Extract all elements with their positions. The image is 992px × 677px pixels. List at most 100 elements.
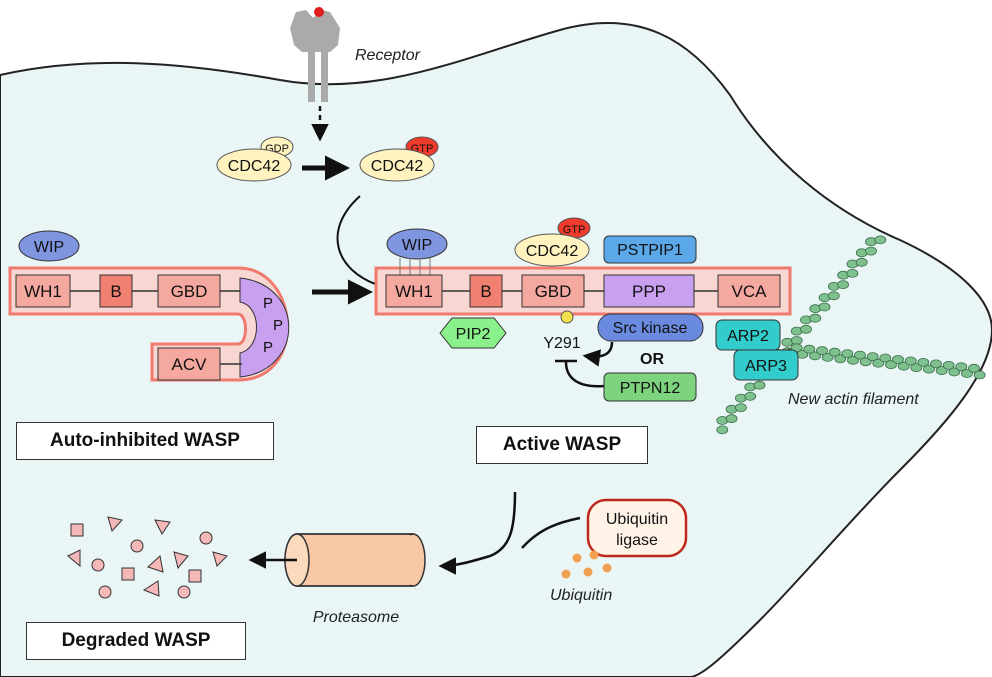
svg-text:B: B (110, 282, 121, 301)
actin-bead (847, 355, 859, 365)
actin-bead (828, 347, 841, 357)
ubiquitin-dots (561, 550, 612, 579)
svg-text:WH1: WH1 (395, 282, 433, 301)
wip-right (386, 228, 448, 260)
svg-text:PSTPIP1: PSTPIP1 (617, 242, 683, 259)
actin-bead (809, 351, 821, 361)
phospho-site (560, 310, 574, 324)
actin-bead (955, 362, 968, 372)
ptpn12-box (603, 372, 697, 402)
degraded-caption: Degraded WASP (26, 622, 246, 660)
svg-text:B: B (480, 282, 491, 301)
actin-bead (827, 291, 840, 301)
ptpn12-inhibit (564, 361, 605, 388)
actin-bead (897, 361, 910, 371)
wh1-left (15, 274, 71, 308)
svg-text:CDC42: CDC42 (228, 158, 281, 175)
svg-text:PTPN12: PTPN12 (620, 380, 681, 397)
proteasome-label: Proteasome (313, 609, 399, 626)
svg-text:P: P (263, 295, 273, 312)
actin-bead (872, 358, 885, 368)
vca-box (717, 274, 781, 308)
actin-bead (910, 363, 923, 373)
svg-text:GBD: GBD (535, 282, 572, 301)
y291-label: Y291 (543, 335, 580, 352)
acv-box (157, 347, 221, 381)
actin-bead (818, 302, 831, 312)
actin-bead (846, 268, 859, 278)
svg-text:VCA: VCA (732, 282, 768, 301)
actin-bead (917, 357, 930, 367)
actin-bead (753, 380, 766, 390)
actin-bead (935, 366, 948, 376)
actin-bead (821, 352, 834, 362)
ubiquitin-ligase-box (586, 498, 688, 558)
gbd-left (157, 274, 221, 308)
actin-bead (790, 336, 803, 345)
new-actin-label: New actin filament (788, 391, 919, 408)
cdc42-binding-arrow (336, 195, 379, 286)
ubiquitin-join (521, 516, 581, 549)
ubiquitin-label: Ubiquitin (550, 587, 612, 604)
actin-bead (961, 369, 973, 378)
actin-bead (968, 363, 980, 373)
active-wasp: WIP WH1 B GBD PPP VCA GTP CDC42 PSTPIP1 … (374, 217, 792, 402)
pip2-hexagon (439, 317, 507, 349)
src-kinase-arrow (582, 341, 614, 367)
actin-bead (837, 280, 849, 290)
b-left (99, 274, 133, 308)
active-caption: Active WASP (476, 426, 648, 464)
wip-left (18, 230, 80, 262)
ppp-left (239, 277, 290, 378)
src-kinase-box (597, 313, 704, 342)
svg-text:WH1: WH1 (24, 282, 62, 301)
cdc42-bound (514, 233, 590, 267)
svg-text:ligase: ligase (616, 532, 658, 549)
actin-bead (716, 425, 729, 435)
pstpip1-box (603, 235, 697, 264)
actin-bead (892, 355, 904, 364)
actin-bead (816, 346, 828, 356)
actin-bead (865, 246, 877, 256)
actin-bead (735, 403, 747, 413)
degraded-fragments (67, 516, 228, 599)
svg-text:P: P (263, 339, 273, 356)
arp-complex: ARP2 ARP3 (715, 319, 799, 381)
svg-text:GTP: GTP (563, 224, 586, 236)
gbd-right (521, 274, 585, 308)
actin-bead (855, 257, 868, 267)
svg-text:ACV: ACV (172, 355, 208, 374)
b-right (469, 274, 503, 308)
actin-bead (859, 357, 872, 367)
svg-text:WIP: WIP (402, 237, 432, 254)
cdc42-gtp: GTP CDC42 (359, 136, 439, 182)
actin-bead (930, 359, 942, 369)
svg-text:PPP: PPP (632, 282, 666, 301)
actin-bead (942, 360, 955, 370)
svg-text:Ubiquitin: Ubiquitin (606, 511, 668, 528)
actin-bead (879, 353, 892, 363)
proteasome-icon (284, 533, 426, 587)
svg-text:Src kinase: Src kinase (613, 320, 688, 337)
actin-bead (885, 360, 897, 370)
actin-bead (904, 356, 917, 366)
actin-bead (866, 352, 879, 362)
actin-bead (809, 313, 822, 323)
actin-bead (841, 349, 854, 359)
receptor-icon (290, 7, 340, 102)
cell-body (0, 22, 992, 677)
actin-bead (948, 367, 961, 377)
actin-bead (834, 354, 847, 364)
actin-bead (725, 414, 738, 424)
cdc42-gdp: GDP CDC42 (216, 136, 294, 182)
actin-bead (923, 364, 935, 374)
actin-bead (854, 350, 866, 360)
or-label: OR (640, 351, 664, 368)
actin-bead (874, 235, 887, 245)
degradation-arrow (438, 491, 517, 575)
svg-text:PIP2: PIP2 (456, 326, 491, 343)
actin-bead (800, 324, 812, 334)
actin-bead (973, 370, 986, 380)
svg-text:P: P (273, 317, 283, 334)
